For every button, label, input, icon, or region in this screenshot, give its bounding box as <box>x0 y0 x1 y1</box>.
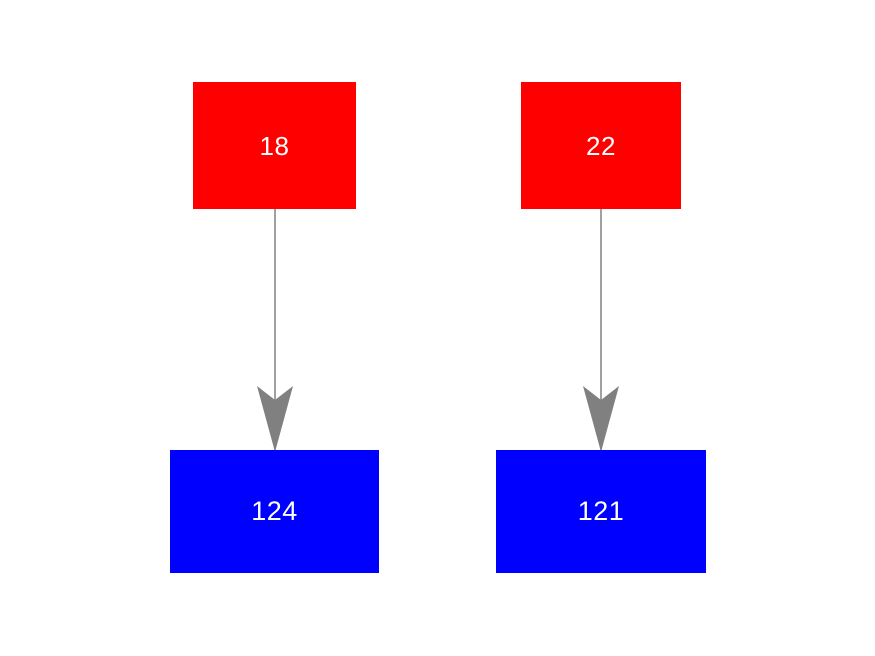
arrowhead-icon <box>583 386 619 452</box>
node-124[interactable]: 124 <box>170 450 379 573</box>
edge-18-to-124[interactable] <box>257 209 293 452</box>
node-label: 124 <box>251 496 298 526</box>
node-22[interactable]: 22 <box>521 82 681 209</box>
node-label: 18 <box>259 130 290 161</box>
node-121[interactable]: 121 <box>496 450 706 573</box>
arrowhead-icon <box>257 386 293 452</box>
node-18[interactable]: 18 <box>193 82 356 209</box>
edge-22-to-121[interactable] <box>583 209 619 452</box>
node-label: 22 <box>586 130 616 161</box>
node-label: 121 <box>577 496 625 526</box>
